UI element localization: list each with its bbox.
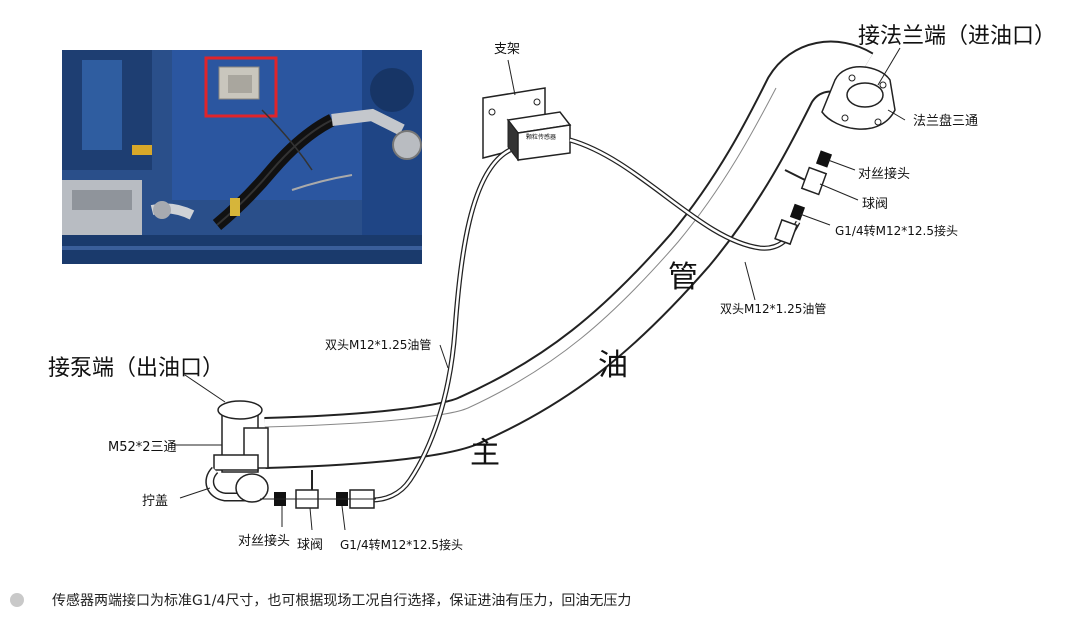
label-conn-left: G1/4转M12*12.5接头 (340, 538, 463, 552)
leader-lines (174, 47, 906, 531)
left-fittings (260, 470, 376, 509)
m52-tee (213, 400, 269, 473)
hose-char-1: 主 (470, 436, 500, 471)
label-m52-tee: M52*2三通 (108, 440, 177, 455)
label-conn-right: G1/4转M12*12.5接头 (835, 224, 958, 238)
label-cap: 拧盖 (142, 494, 169, 509)
label-pump-end: 接泵端（出油口） (48, 356, 225, 381)
hose-char-2: 油 (598, 348, 628, 383)
label-adapter-right: 对丝接头 (858, 167, 911, 182)
flange-tee (821, 66, 896, 130)
label-flange-tee: 法兰盘三通 (913, 114, 979, 129)
particle-sensor: 颗粒传感器 (506, 111, 572, 162)
footnote-text: 传感器两端接口为标准G1/4尺寸，也可根据现场工况自行选择，保证进油有压力，回油… (52, 593, 632, 609)
bullet-icon (10, 593, 24, 607)
footnote: 传感器两端接口为标准G1/4尺寸，也可根据现场工况自行选择，保证进油有压力，回油… (10, 590, 631, 610)
hose-char-3: 管 (668, 260, 698, 295)
label-valve-right: 球阀 (862, 197, 889, 212)
label-flange-end: 接法兰端（进油口） (858, 24, 1057, 49)
cap (205, 466, 269, 503)
sensor-label: 颗粒传感器 (526, 133, 556, 141)
label-tube-right: 双头M12*1.25油管 (720, 302, 827, 316)
label-bracket: 支架 (494, 42, 521, 57)
equipment-photo (62, 50, 422, 264)
right-fittings (774, 150, 833, 246)
label-tube-left: 双头M12*1.25油管 (325, 338, 432, 352)
label-valve-left: 球阀 (297, 538, 324, 553)
label-adapter-left: 对丝接头 (238, 534, 291, 549)
